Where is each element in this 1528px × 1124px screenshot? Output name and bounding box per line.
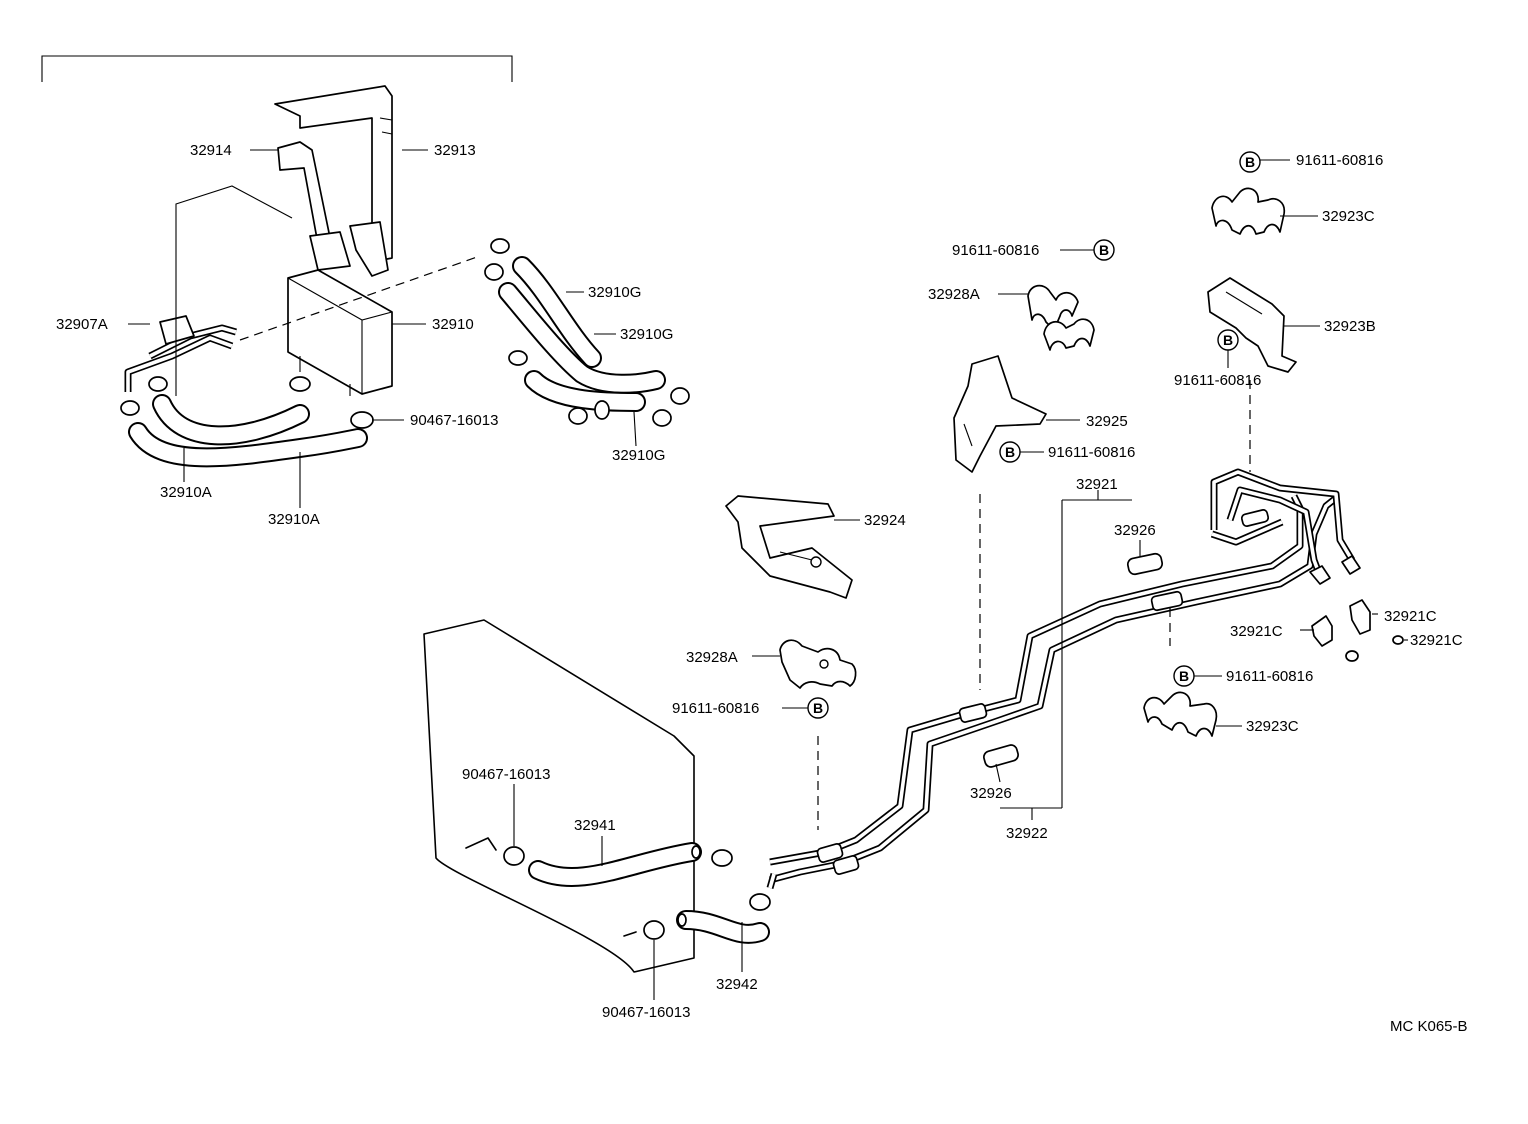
label-32921c-3: 32921C (1410, 632, 1463, 649)
label-32921c-1: 32921C (1384, 608, 1437, 625)
cooler-unit-icon (287, 269, 393, 396)
label-32922: 32922 (1006, 825, 1048, 842)
diagram-code: MC K065-B (1390, 1018, 1468, 1035)
label-91611-r: 91611-60816 (1226, 668, 1313, 685)
bracket-32925 (953, 355, 1047, 473)
label-32941: 32941 (574, 817, 616, 834)
label-32942: 32942 (716, 976, 758, 993)
label-32910a-2: 32910A (268, 511, 320, 528)
cooler-hoses-lower (128, 394, 368, 468)
label-32910: 32910 (432, 316, 474, 333)
label-91611-brk: 91611-60816 (1048, 444, 1135, 461)
bolt-mark-6: B (813, 700, 823, 716)
oil-cooler-pipes (766, 468, 1356, 889)
hose-clamp-icon (120, 238, 690, 429)
pipe-clamp-icon (779, 187, 1297, 737)
cooler-pipe-assembly (124, 315, 237, 392)
radiator-hoses (465, 837, 771, 944)
label-32913: 32913 (434, 142, 476, 159)
label-91611-tr2: 91611-60816 (1174, 372, 1261, 389)
label-32928a-1: 32928A (928, 286, 980, 303)
label-90467-top: 90467-16013 (410, 412, 498, 429)
locator-lines (817, 380, 1251, 830)
label-32921: 32921 (1076, 476, 1118, 493)
bolt-mark-1: B (1245, 154, 1255, 170)
label-32926-2: 32926 (970, 785, 1012, 802)
label-32910a-1: 32910A (160, 484, 212, 501)
label-32924: 32924 (864, 512, 906, 529)
upper-left-frame (41, 55, 513, 82)
bolt-mark-5: B (1179, 668, 1189, 684)
label-32907a: 32907A (56, 316, 108, 333)
cooler-hoses-right (498, 256, 666, 412)
bolt-mark-3: B (1223, 332, 1233, 348)
label-91611-mid: 91611-60816 (952, 242, 1039, 259)
label-32910g-2: 32910G (620, 326, 673, 343)
label-32910g-3: 32910G (612, 447, 665, 464)
label-32910g-1: 32910G (588, 284, 641, 301)
radiator-outline (423, 619, 695, 973)
label-90467-bot: 90467-16013 (602, 1004, 690, 1021)
bracket-32924 (725, 495, 853, 599)
bolt-mark-4: B (1005, 444, 1015, 460)
label-32914: 32914 (190, 142, 232, 159)
bolt-mark-2: B (1099, 242, 1109, 258)
label-32923b: 32923B (1324, 318, 1376, 335)
union-fittings (1309, 555, 1404, 662)
label-32925: 32925 (1086, 413, 1128, 430)
label-91611-tr1: 91611-60816 (1296, 152, 1383, 169)
bolt-callout-icon: B B B B B B (807, 151, 1261, 719)
label-32921c-2: 32921C (1230, 623, 1283, 640)
label-32923c-1: 32923C (1322, 208, 1375, 225)
leader-lines (128, 149, 1408, 1000)
part-labels: 32914 32913 32910G 32910G 32910G 32907A … (56, 142, 1468, 1035)
label-32923c-2: 32923C (1246, 718, 1299, 735)
pipe-cushions (816, 509, 1270, 875)
label-32928a-2: 32928A (686, 649, 738, 666)
label-90467-mid: 90467-16013 (462, 766, 550, 783)
label-32926-1: 32926 (1114, 522, 1156, 539)
bracket-assembly (274, 85, 393, 277)
label-91611-l: 91611-60816 (672, 700, 759, 717)
